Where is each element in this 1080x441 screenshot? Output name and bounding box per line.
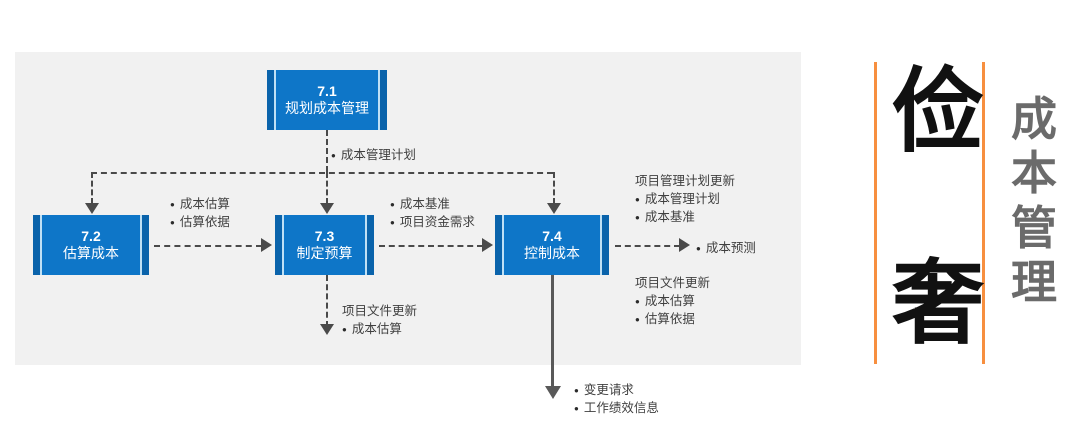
- arrow-into-72: [85, 203, 99, 214]
- arrow-into-73: [320, 203, 334, 214]
- connector-72-to-73: [154, 245, 262, 247]
- box-separator-right: [140, 215, 142, 275]
- arrow-into-73-left: [261, 238, 272, 252]
- note-item: 成本估算: [635, 292, 710, 310]
- arrow-forecast: [679, 238, 690, 252]
- note-header: 项目文件更新: [635, 276, 711, 290]
- note-item: 成本基准: [390, 195, 475, 213]
- box-edge-left: [267, 70, 274, 130]
- arrow-73-down: [320, 324, 334, 335]
- box-label: 制定预算: [296, 245, 353, 261]
- connector-73-down: [326, 275, 328, 327]
- label-cost-forecast: 成本预测: [696, 237, 756, 256]
- box-edge-right: [380, 70, 387, 130]
- box-separator-left: [502, 215, 504, 275]
- box-separator-left: [40, 215, 42, 275]
- note-item: 成本管理计划: [635, 190, 735, 208]
- connector-71-stem: [326, 130, 328, 172]
- connector-bus-to-74: [553, 172, 555, 204]
- note-control-doc-updates: 项目文件更新 成本估算 估算依据: [635, 274, 710, 328]
- big-character-top: 俭: [892, 58, 985, 165]
- note-estimate-outputs: 成本估算 估算依据: [170, 195, 230, 231]
- orange-rule-left: [874, 62, 877, 364]
- connector-distribution-bus: [91, 172, 553, 174]
- process-box-7-2[interactable]: 7.2 估算成本: [33, 215, 149, 275]
- panel-subtitle: 成本管理: [1011, 92, 1057, 309]
- connector-bus-to-72: [91, 172, 93, 204]
- arrow-74-down-solid: [545, 386, 561, 399]
- box-number: 7.3: [314, 227, 335, 244]
- note-budget-outputs: 成本基准 项目资金需求: [390, 195, 475, 231]
- box-separator-right: [365, 215, 367, 275]
- connector-74-down-solid: [551, 275, 554, 387]
- title-panel: 俭 奢 成本管理: [860, 52, 1070, 372]
- big-character-bottom: 奢: [892, 250, 985, 357]
- note-pm-plan-updates: 项目管理计划更新 成本管理计划 成本基准: [635, 172, 735, 226]
- note-item: 变更请求: [574, 381, 659, 399]
- box-edge-right: [142, 215, 149, 275]
- box-label: 估算成本: [63, 245, 119, 261]
- note-item: 估算依据: [635, 310, 710, 328]
- note-header: 项目文件更新: [342, 304, 418, 318]
- box-edge-left: [33, 215, 40, 275]
- box-label: 规划成本管理: [285, 100, 369, 116]
- box-edge-right: [602, 215, 609, 275]
- note-header: 项目管理计划更新: [635, 174, 736, 188]
- box-number: 7.1: [317, 82, 337, 99]
- box-separator-right: [600, 215, 602, 275]
- box-label: 控制成本: [524, 245, 580, 261]
- note-control-outputs: 变更请求 工作绩效信息: [574, 381, 659, 417]
- box-separator-left: [274, 70, 276, 130]
- diagram-panel: 7.1 规划成本管理 7.2 估算成本 7.3 制定预算 7.4 控制成本 成本…: [15, 52, 801, 365]
- note-item: 成本基准: [635, 208, 735, 226]
- note-item: 项目资金需求: [390, 213, 475, 231]
- connector-73-to-74: [379, 245, 483, 247]
- note-item: 估算依据: [170, 213, 230, 231]
- arrow-into-74-left: [482, 238, 493, 252]
- note-item: 成本估算: [170, 195, 230, 213]
- box-edge-right: [367, 215, 374, 275]
- box-number: 7.2: [81, 227, 101, 244]
- note-budget-doc-updates: 项目文件更新 成本估算: [342, 302, 417, 338]
- box-separator-right: [378, 70, 380, 130]
- note-item: 成本估算: [342, 320, 417, 338]
- arrow-into-74: [547, 203, 561, 214]
- label-cost-management-plan: 成本管理计划: [331, 144, 416, 163]
- orange-rule-right: [982, 62, 985, 364]
- box-edge-left: [275, 215, 282, 275]
- process-box-7-1[interactable]: 7.1 规划成本管理: [267, 70, 387, 130]
- connector-74-to-forecast: [615, 245, 680, 247]
- connector-bus-to-73: [326, 172, 328, 204]
- process-box-7-4[interactable]: 7.4 控制成本: [495, 215, 609, 275]
- process-box-7-3[interactable]: 7.3 制定预算: [275, 215, 374, 275]
- box-separator-left: [282, 215, 284, 275]
- note-item: 工作绩效信息: [574, 399, 659, 417]
- box-edge-left: [495, 215, 502, 275]
- box-number: 7.4: [542, 227, 562, 244]
